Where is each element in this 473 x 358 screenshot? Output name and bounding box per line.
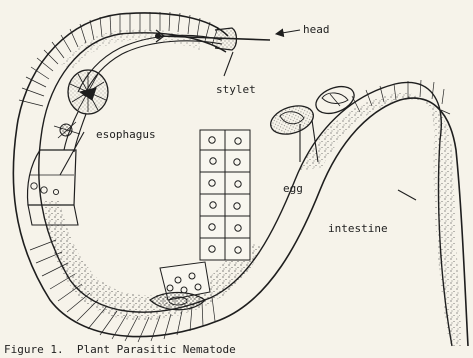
label-head: head: [303, 23, 330, 36]
label-intestine: intestine: [328, 222, 388, 235]
label-esophagus: esophagus: [96, 128, 156, 141]
label-stylet: stylet: [216, 83, 256, 96]
figure-caption: Figure 1. Plant Parasitic Nematode: [4, 343, 236, 356]
label-egg: egg: [283, 182, 303, 195]
